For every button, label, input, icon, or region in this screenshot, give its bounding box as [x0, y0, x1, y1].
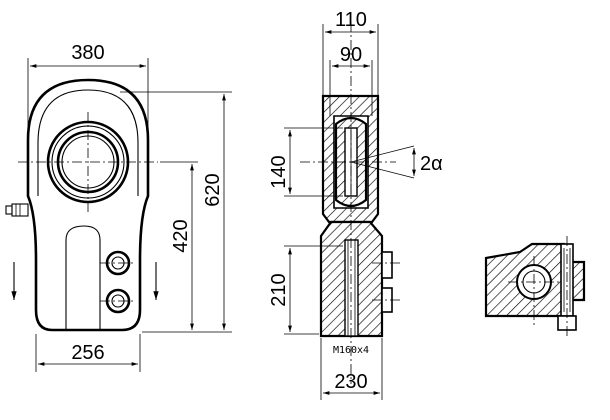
dim-tilt-angle: 2α [420, 153, 443, 175]
front-view: 380 256 620 420 [5, 42, 232, 372]
dim-front-width-top: 380 [71, 42, 104, 64]
dim-bore-diameter: 140 [268, 155, 290, 188]
clamp-detail-section [484, 236, 586, 336]
dim-shank-height: 210 [268, 273, 290, 306]
dim-side-width-inner: 90 [340, 44, 362, 66]
thread-label: M160x4 [333, 345, 369, 356]
side-section-view: 2α 110 90 140 210 M160x4 230 [268, 9, 443, 400]
dim-center-height: 420 [170, 219, 192, 252]
grease-nipple-icon [5, 203, 29, 217]
dim-base-width: 230 [334, 371, 367, 393]
dim-side-width-outer: 110 [335, 9, 367, 31]
side-boss-upper [381, 251, 393, 279]
inner-contour [37, 89, 139, 196]
shank-slot [65, 225, 101, 330]
threaded-bore [344, 239, 359, 337]
rod-end-body-outline [26, 78, 150, 332]
dim-front-width-bottom: 256 [71, 342, 104, 364]
dim-overall-height: 620 [202, 173, 224, 206]
